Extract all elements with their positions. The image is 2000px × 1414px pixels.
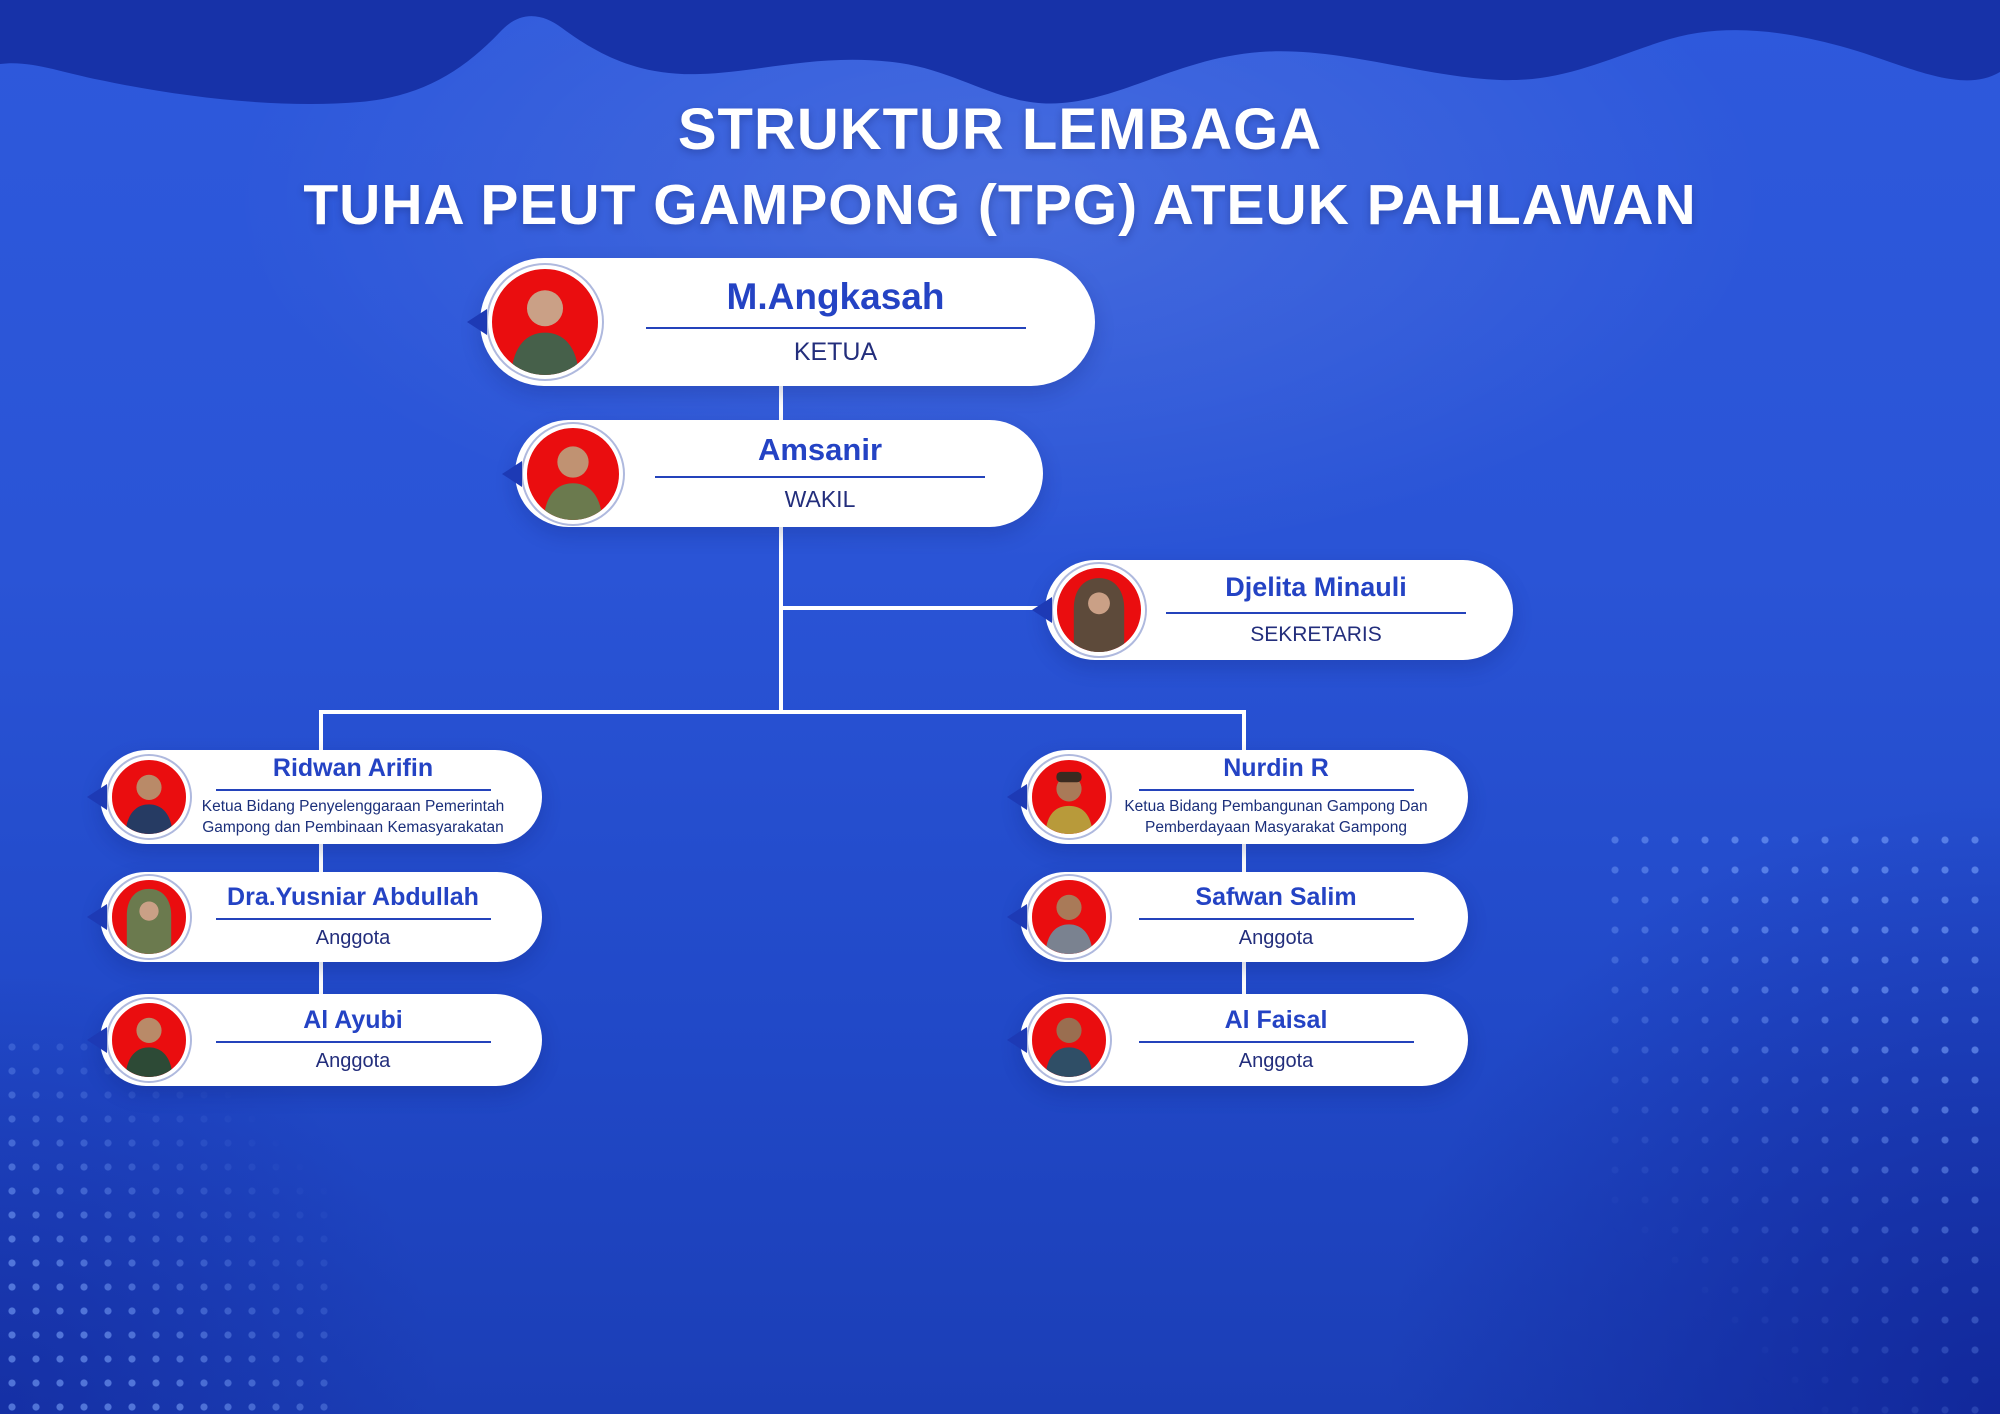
name-underline [215, 918, 491, 921]
org-card-yusniar-abdullah: Dra.Yusniar Abdullah Anggota [87, 872, 542, 962]
left-arrow-icon [1007, 784, 1027, 810]
name-underline [1138, 918, 1414, 921]
ketua-name: M.Angkasah [726, 276, 945, 318]
org-card-wakil: Amsanir WAKIL [502, 420, 1043, 527]
halftone-dots-bottom-left [0, 1035, 340, 1414]
connector-ketua-wakil [779, 383, 783, 423]
member-name: Safwan Salim [1195, 882, 1357, 911]
name-underline [1138, 1041, 1414, 1044]
member-name: Ridwan Arifin [272, 753, 434, 782]
member-name: Nurdin R [1223, 753, 1329, 782]
member-role: Ketua Bidang Penyelenggaraan Pemerintah … [201, 798, 505, 837]
connector-to-sekretaris [779, 606, 1089, 610]
member-photo [1028, 876, 1110, 958]
name-underline [215, 789, 491, 792]
name-underline [645, 326, 1026, 329]
left-arrow-icon [467, 309, 487, 335]
connector-branch-horizontal [319, 710, 1244, 714]
org-card-ketua: M.Angkasah KETUA [467, 258, 1095, 386]
connector-wakil-down [779, 524, 783, 714]
member-photo [1028, 756, 1110, 838]
connector-left-column [319, 710, 323, 1020]
member-role: Anggota [1238, 1050, 1314, 1073]
member-photo [108, 876, 190, 958]
ketua-role: KETUA [793, 337, 878, 366]
org-card-nurdin-r: Nurdin R Ketua Bidang Pembangunan Gampon… [1007, 750, 1468, 844]
left-arrow-icon [1007, 1027, 1027, 1053]
org-card-al-faisal: Al Faisal Anggota [1007, 994, 1468, 1086]
member-role: Ketua Bidang Pembangunan Gampong Dan Pem… [1124, 798, 1428, 837]
left-arrow-icon [87, 784, 107, 810]
member-role: Anggota [1238, 927, 1314, 950]
name-underline [655, 476, 985, 479]
top-wave-decoration [0, 0, 2000, 105]
member-photo [108, 999, 190, 1081]
name-underline [1138, 789, 1414, 792]
connector-right-column [1242, 710, 1246, 1020]
left-arrow-icon [502, 460, 522, 487]
wakil-name: Amsanir [757, 432, 883, 468]
member-photo [1028, 999, 1110, 1081]
member-role: Anggota [315, 1050, 391, 1073]
org-card-sekretaris: Djelita Minauli SEKRETARIS [1032, 560, 1513, 660]
org-card-ridwan-arifin: Ridwan Arifin Ketua Bidang Penyelenggara… [87, 750, 542, 844]
ketua-photo [488, 265, 602, 379]
member-name: Al Faisal [1224, 1005, 1328, 1034]
page-title-line2: TUHA PEUT GAMPONG (TPG) ATEUK PAHLAWAN [303, 173, 1697, 237]
wakil-role: WAKIL [784, 486, 856, 513]
page-title-line1: STRUKTUR LEMBAGA [677, 97, 1323, 162]
name-underline [1166, 611, 1466, 614]
sekretaris-name: Djelita Minauli [1225, 572, 1407, 603]
org-card-al-ayubi: Al Ayubi Anggota [87, 994, 542, 1086]
halftone-dots-bottom-right [1600, 825, 2000, 1414]
sekretaris-photo [1053, 564, 1145, 656]
sekretaris-role: SEKRETARIS [1250, 622, 1382, 646]
name-underline [215, 1041, 491, 1044]
member-name: Al Ayubi [303, 1005, 403, 1034]
member-name: Dra.Yusniar Abdullah [227, 882, 479, 911]
wakil-photo [523, 423, 623, 524]
left-arrow-icon [87, 1027, 107, 1053]
member-role: Anggota [315, 927, 391, 950]
left-arrow-icon [1007, 904, 1027, 930]
left-arrow-icon [1032, 597, 1052, 623]
left-arrow-icon [87, 904, 107, 930]
org-card-safwan-salim: Safwan Salim Anggota [1007, 872, 1468, 962]
member-photo [108, 756, 190, 838]
